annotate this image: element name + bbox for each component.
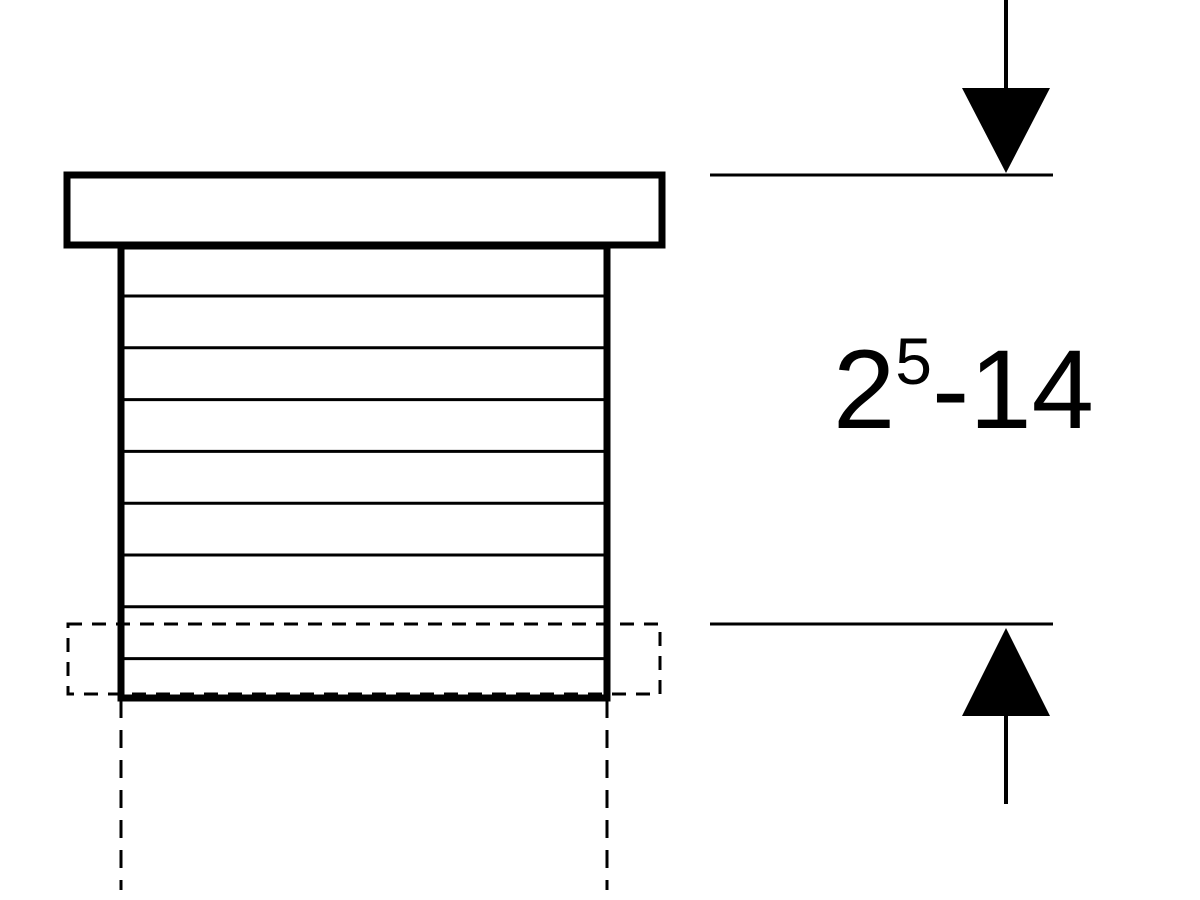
dimension-superscript: 5: [895, 324, 932, 398]
thread-lines: [124, 294, 604, 661]
arrow-down-icon: [962, 88, 1050, 173]
arrow-up-icon: [962, 628, 1050, 716]
threaded-body: [117, 242, 611, 702]
dashed-mounting-ring: [66, 622, 662, 696]
dimension-label: 25-14: [833, 324, 1094, 452]
flange-cap: [63, 171, 666, 249]
dimension-base: 2: [833, 327, 895, 452]
dimension-suffix: -14: [932, 327, 1094, 452]
